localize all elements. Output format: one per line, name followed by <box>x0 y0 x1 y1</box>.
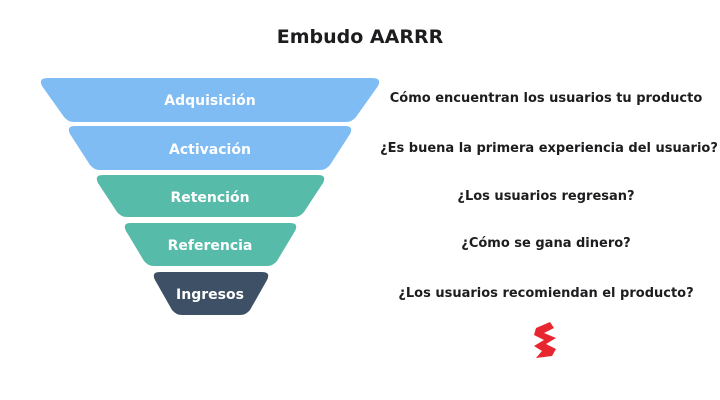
funnel-stage-label: Retención <box>170 190 249 206</box>
funnel-stage-shape <box>96 175 325 217</box>
funnel-diagram: Adquisición Activación Retención Referen… <box>40 78 380 315</box>
funnel-stage-shape <box>40 78 380 122</box>
funnel-stage-label: Ingresos <box>176 287 244 303</box>
funnel-stage-label: Activación <box>169 142 251 158</box>
logo-shape <box>534 322 556 358</box>
stage-description: ¿Los usuarios regresan? <box>457 189 635 204</box>
stage-description: ¿Los usuarios recomiendan el producto? <box>398 286 694 301</box>
stage-description: Cómo encuentran los usuarios tu producto <box>389 91 703 106</box>
funnel-stage-shape <box>153 272 269 315</box>
page-title: Embudo AARRR <box>276 26 444 48</box>
stage-description: ¿Cómo se gana dinero? <box>461 236 631 251</box>
stage-description: ¿Es buena la primera experiencia del usu… <box>380 141 718 156</box>
funnel-stage-label: Adquisición <box>164 93 255 109</box>
funnel-stage-shape <box>68 126 352 170</box>
funnel-stage-label: Referencia <box>168 238 253 254</box>
brand-logo-icon <box>534 322 556 358</box>
funnel-stage-retencion[interactable]: Retención <box>96 175 325 217</box>
funnel-stage-shape <box>124 223 297 266</box>
funnel-stage-referencia[interactable]: Referencia <box>124 223 297 266</box>
funnel-stage-activacion[interactable]: Activación <box>68 126 352 170</box>
funnel-stage-adquisicion[interactable]: Adquisición <box>40 78 380 122</box>
funnel-stage-ingresos[interactable]: Ingresos <box>153 272 269 315</box>
